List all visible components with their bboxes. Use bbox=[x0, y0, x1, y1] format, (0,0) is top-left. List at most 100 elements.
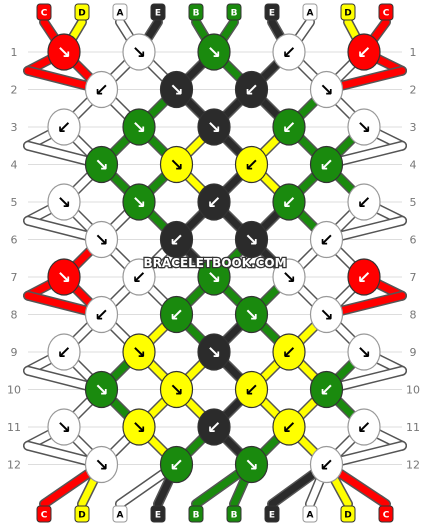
knot-circle bbox=[234, 145, 269, 184]
knot-circle bbox=[272, 183, 306, 221]
knot: ↘ bbox=[309, 70, 344, 109]
strand-tag-bottom: E bbox=[150, 505, 166, 523]
knot-circle bbox=[159, 70, 194, 109]
knot-circle bbox=[47, 408, 81, 446]
strand-tag-bottom: B bbox=[226, 505, 242, 523]
knot-circle bbox=[84, 370, 119, 409]
row-label-right: 8 bbox=[410, 309, 417, 322]
knot: ↘ bbox=[122, 33, 156, 71]
knot: ↘ bbox=[272, 258, 306, 296]
knot: ↙ bbox=[347, 33, 381, 71]
knot: ↙ bbox=[347, 408, 381, 446]
knot-direction-arrow-icon: ↘ bbox=[94, 231, 108, 251]
strand-tag-top: E bbox=[150, 3, 166, 21]
knot: ↙ bbox=[159, 445, 194, 484]
knot-direction-arrow-icon: ↙ bbox=[169, 306, 183, 326]
knot: ↘ bbox=[122, 333, 156, 371]
knot-circle bbox=[197, 333, 231, 371]
strand-tag-box bbox=[340, 505, 356, 523]
knot-direction-arrow-icon: ↙ bbox=[169, 456, 183, 476]
knot-circle bbox=[122, 258, 156, 296]
knot-circle bbox=[47, 108, 81, 146]
strand-tag-letter: A bbox=[117, 511, 124, 521]
strand-tag-bottom: A bbox=[302, 505, 318, 523]
strand-tag-letter: D bbox=[78, 9, 85, 19]
knot-direction-arrow-icon: ↘ bbox=[207, 43, 221, 63]
knot: ↘ bbox=[47, 258, 81, 296]
row-label-right: 4 bbox=[410, 159, 417, 172]
strand-tag-box bbox=[188, 505, 204, 523]
knot: ↘ bbox=[122, 408, 156, 446]
knot-circle bbox=[234, 445, 269, 484]
strand-tag-letter: B bbox=[231, 9, 238, 19]
strand-tag-letter: E bbox=[155, 9, 161, 19]
knot: ↙ bbox=[347, 258, 381, 296]
strand-tag-bottom: D bbox=[74, 505, 90, 523]
knot-circle bbox=[234, 295, 269, 334]
knot: ↘ bbox=[197, 258, 231, 296]
strand-tag-box bbox=[378, 3, 394, 21]
knot: ↘ bbox=[84, 220, 119, 259]
row-label-right: 11 bbox=[406, 421, 420, 434]
knot-direction-arrow-icon: ↙ bbox=[357, 268, 371, 288]
strand-tag-letter: B bbox=[193, 9, 200, 19]
strand-tag-letter: C bbox=[383, 511, 390, 521]
knot-circle bbox=[159, 445, 194, 484]
knot-direction-arrow-icon: ↘ bbox=[244, 456, 258, 476]
strand-tag-box bbox=[36, 505, 52, 523]
knot-direction-arrow-icon: ↘ bbox=[169, 381, 183, 401]
strand-tag-bottom: B bbox=[188, 505, 204, 523]
strand-tag-box bbox=[340, 3, 356, 21]
knot-direction-arrow-icon: ↙ bbox=[282, 418, 296, 438]
knot-direction-arrow-icon: ↙ bbox=[132, 268, 146, 288]
row-label-left: 7 bbox=[11, 271, 18, 284]
knot: ↙ bbox=[197, 408, 231, 446]
knot: ↙ bbox=[309, 220, 344, 259]
knot-direction-arrow-icon: ↘ bbox=[207, 343, 221, 363]
knot: ↘ bbox=[197, 33, 231, 71]
knot: ↘ bbox=[234, 445, 269, 484]
knot-direction-arrow-icon: ↘ bbox=[282, 268, 296, 288]
strand-tag-letter: B bbox=[231, 511, 238, 521]
row-label-right: 7 bbox=[410, 271, 417, 284]
knot-circle bbox=[159, 370, 194, 409]
row-label-right: 10 bbox=[406, 384, 420, 397]
knot-circle bbox=[234, 370, 269, 409]
row-label-left: 2 bbox=[11, 84, 18, 97]
knot: ↘ bbox=[309, 295, 344, 334]
row-label-right: 5 bbox=[410, 196, 417, 209]
knot-circle bbox=[309, 370, 344, 409]
knot-direction-arrow-icon: ↘ bbox=[94, 156, 108, 176]
row-label-right: 2 bbox=[410, 84, 417, 97]
knot-direction-arrow-icon: ↘ bbox=[319, 306, 333, 326]
knot-direction-arrow-icon: ↘ bbox=[357, 118, 371, 138]
knot: ↘ bbox=[47, 33, 81, 71]
strand-tag-letter: E bbox=[269, 9, 275, 19]
row-label-left: 4 bbox=[11, 159, 18, 172]
knot-circle bbox=[309, 70, 344, 109]
knot-circle bbox=[347, 108, 381, 146]
knot-circle bbox=[197, 258, 231, 296]
knot-direction-arrow-icon: ↙ bbox=[169, 231, 183, 251]
row-label-left: 9 bbox=[11, 346, 18, 359]
strand-tag-box bbox=[226, 505, 242, 523]
knot-circle bbox=[122, 108, 156, 146]
knot: ↙ bbox=[47, 333, 81, 371]
knot: ↘ bbox=[47, 183, 81, 221]
knot-circle bbox=[47, 258, 81, 296]
strand-tag-top: A bbox=[302, 3, 318, 21]
knot: ↙ bbox=[272, 33, 306, 71]
knot-circle bbox=[84, 295, 119, 334]
knot-direction-arrow-icon: ↘ bbox=[94, 381, 108, 401]
knot: ↘ bbox=[159, 370, 194, 409]
knot-direction-arrow-icon: ↙ bbox=[57, 343, 71, 363]
knot-circle bbox=[272, 408, 306, 446]
knot: ↙ bbox=[197, 183, 231, 221]
knot: ↘ bbox=[347, 333, 381, 371]
strand-tag-top: B bbox=[188, 3, 204, 21]
row-label-left: 3 bbox=[11, 121, 18, 134]
knot-circle bbox=[197, 183, 231, 221]
strand-tag-box bbox=[112, 3, 128, 21]
strand-tag-letter: A bbox=[117, 9, 124, 19]
knot: ↙ bbox=[272, 408, 306, 446]
